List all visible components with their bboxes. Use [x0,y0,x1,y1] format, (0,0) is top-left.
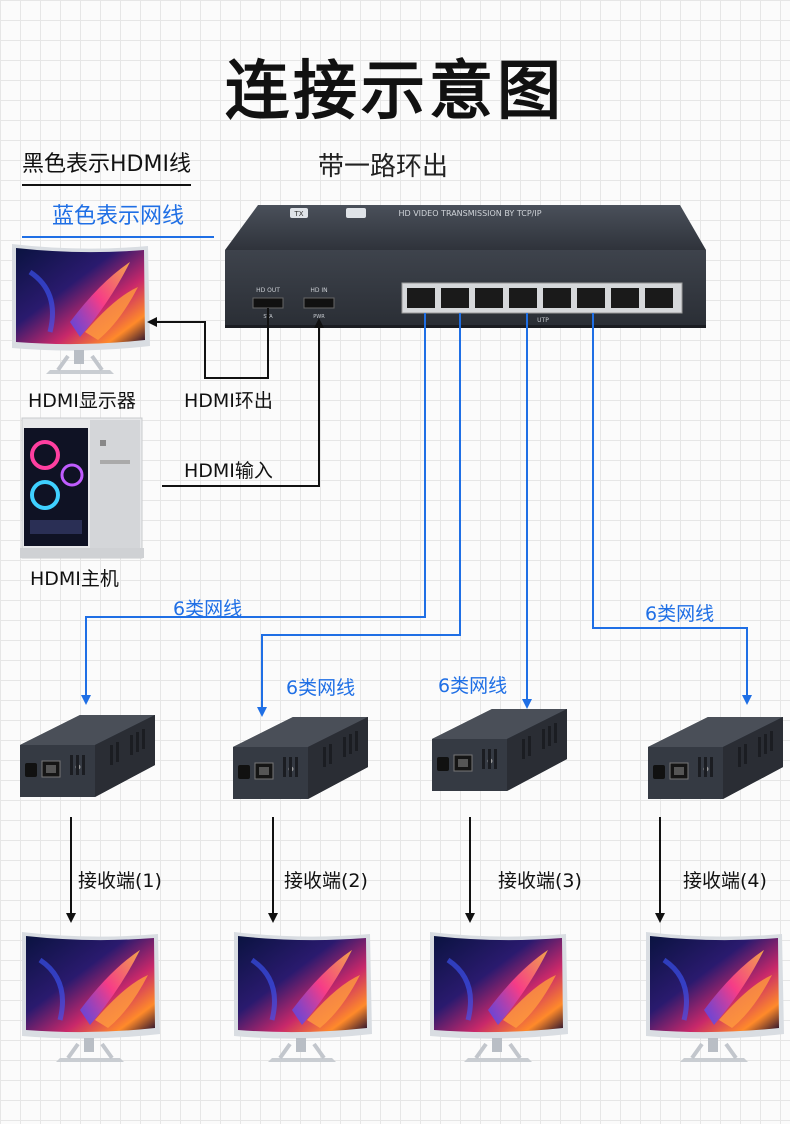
receiver-device-4 [647,716,784,800]
tx-badge [290,208,308,218]
utp-label: UTP [537,317,549,324]
pwr-label: PWR [313,314,325,320]
receiver-output-lines [66,817,665,923]
hdmi-host-label: HDMI主机 [30,568,119,590]
legend-hdmi-line: 黑色表示HDMI线 [22,146,191,186]
hdmi-in-port [303,297,335,309]
hdmi-host-pc [20,417,144,559]
cable-label-2: 6类网线 [286,677,356,699]
receiver-device-2 [232,716,369,800]
tx-top-text: HD VIDEO TRANSMISSION BY TCP/IP [398,209,541,218]
hdmi-out-port [252,297,284,309]
hd-out-label: HD OUT [256,287,280,294]
cable-label-3: 6类网线 [438,675,508,697]
hdmi-connection-lines [147,308,324,487]
cable-label-4: 6类网线 [645,603,715,625]
page-title: 连接示意图 [225,55,565,129]
tx-badge-text: TX [293,210,303,218]
legend-network-line: 蓝色表示网线 [22,198,214,238]
hdmi-input-label: HDMI输入 [184,460,273,482]
cable-label-1: 6类网线 [173,598,243,620]
receiver-device-1 [19,714,156,798]
network-connection-lines [81,313,752,717]
rj45-ports [407,288,673,308]
receiver-device-3 [431,708,568,792]
hdmi-display-label: HDMI显示器 [28,390,136,412]
transmitter-device: TX HD VIDEO TRANSMISSION BY TCP/IP HD OU… [225,205,706,328]
receiver-monitor-3 [430,932,568,1062]
diagram-subtitle: 带一路环出 [318,152,449,182]
receiver-label-3: 接收端(3) [498,870,582,892]
receiver-label-4: 接收端(4) [683,870,767,892]
hdmi-loop-out-label: HDMI环出 [184,390,273,412]
receiver-monitor-4 [646,932,784,1062]
receiver-label-2: 接收端(2) [284,870,368,892]
receiver-monitor-2 [234,932,372,1062]
receiver-monitor-1 [22,932,160,1062]
hdmi-display-monitor [12,244,150,374]
hd-in-label: HD IN [310,287,327,294]
receiver-label-1: 接收端(1) [78,870,162,892]
